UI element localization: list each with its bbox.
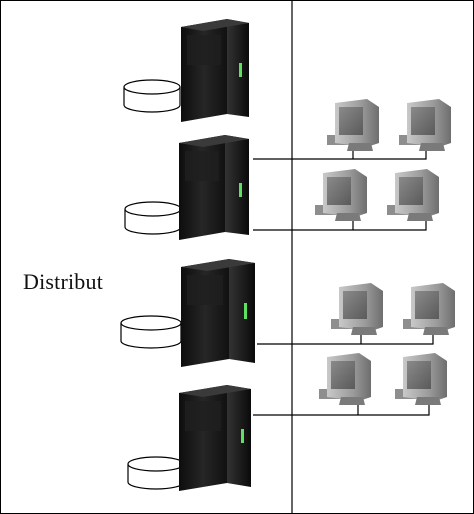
computer-monitor-icon [315,169,367,221]
computer-monitor-icon [331,283,383,335]
disk-icon [124,201,182,235]
tower-server-icon [181,259,255,367]
computer-monitor-icon [399,99,451,151]
diagram-label: Distribut [23,269,104,294]
computer-monitor-icon [327,99,379,151]
disk-icon [123,79,181,113]
computer-monitor-icon [403,283,455,335]
computer-monitor-icon [319,353,371,405]
client-links [292,147,434,416]
computer-monitor-icon [387,169,439,221]
computer-monitor-icon [395,353,447,405]
tower-server-icon [179,385,251,491]
disk-icon [127,456,185,490]
disk-icon [120,315,182,349]
tower-server-icon [179,135,249,240]
tower-server-icon [181,19,249,122]
